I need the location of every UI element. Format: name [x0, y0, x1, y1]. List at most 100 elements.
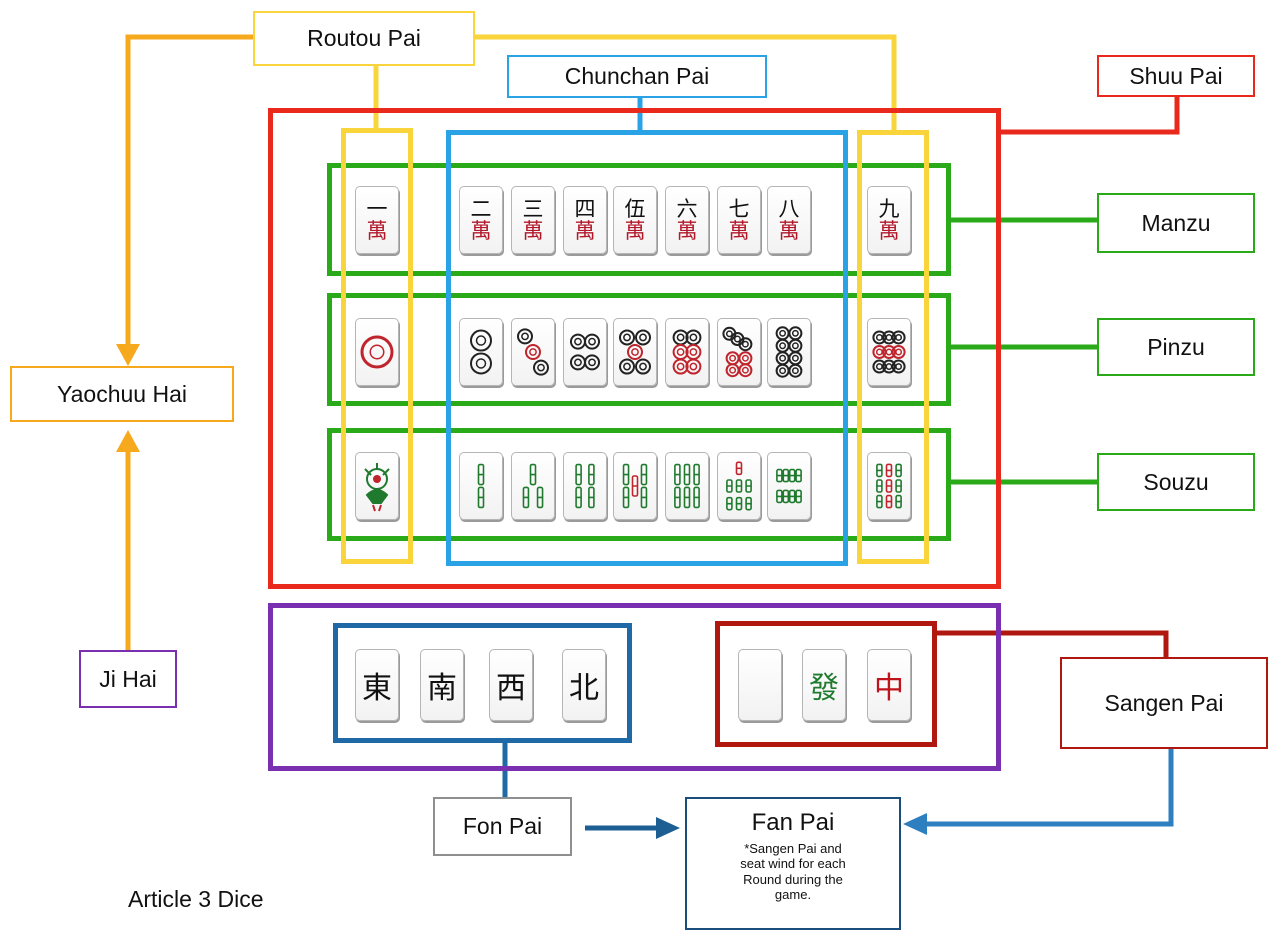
- dragon-character: 中: [874, 671, 904, 706]
- routou-right-frame: [857, 130, 929, 564]
- pin-circle: [470, 329, 492, 352]
- dragon-character: 發: [809, 671, 839, 706]
- pinzu-tile-1: [355, 318, 399, 386]
- sangen-pai-frame: [715, 621, 937, 747]
- manzu-suit-mark: 萬: [522, 218, 544, 243]
- pinzu-tile-5: [613, 318, 657, 386]
- pin-circle: [775, 338, 790, 353]
- yaochuu-hai-label: Yaochuu Hai: [10, 366, 234, 422]
- pin-circle-inner: [741, 366, 749, 374]
- souzu-tile-1: [355, 452, 399, 520]
- pin-circle: [619, 358, 635, 375]
- pin-circle-inner: [895, 348, 903, 356]
- pinzu-tile-7: [717, 318, 761, 386]
- pin-circle-inner: [885, 348, 893, 356]
- pin-circle-inner: [689, 362, 698, 371]
- manzu-suit-mark: 萬: [676, 218, 698, 243]
- pinzu-tile-2: [459, 318, 503, 386]
- pin-circle: [882, 345, 896, 359]
- sangen-pai-label: Sangen Pai: [1060, 657, 1268, 749]
- wind-tile-3: 西: [489, 649, 533, 721]
- pin-circle-inner: [475, 335, 487, 346]
- dragon-tile-1: [738, 649, 782, 721]
- manzu-tile-5: 伍萬: [613, 186, 657, 254]
- manzu-suit-mark: 萬: [878, 218, 900, 243]
- chunchan-pai-label: Chunchan Pai: [507, 55, 767, 98]
- pin-circle-inner: [729, 366, 737, 374]
- pinzu-tile-9: [867, 318, 911, 386]
- pin-circle: [685, 358, 702, 375]
- pin-circle-inner: [741, 354, 749, 362]
- pin-circle: [584, 354, 601, 371]
- pin-circle: [525, 344, 541, 360]
- dragon-tile-2: 發: [802, 649, 846, 721]
- pin-circle-inner: [779, 354, 787, 362]
- fon-pai-label: Fon Pai: [433, 797, 572, 856]
- pinzu-circles: [722, 326, 753, 378]
- pinzu-tile-4: [563, 318, 607, 386]
- wind-character: 南: [427, 671, 457, 706]
- pin-circle-inner: [725, 330, 733, 338]
- souzu-tile-9: [867, 452, 911, 520]
- pin-circle-inner: [475, 358, 487, 369]
- manzu-numeral: 七: [728, 196, 750, 221]
- pinzu-circles: [360, 335, 394, 369]
- pin-circle: [882, 359, 896, 374]
- routou-to-yaochuu-arrowhead: [116, 344, 140, 366]
- pin-circle: [775, 351, 790, 366]
- souzu-tile-5: [613, 452, 657, 520]
- pin-circle-inner: [885, 363, 893, 371]
- manzu-suit-mark: 萬: [778, 218, 800, 243]
- pin-circle: [872, 359, 887, 374]
- fan-pai-note: *Sangen Pai and seat wind for each Round…: [740, 840, 846, 903]
- pin-circle: [635, 358, 651, 375]
- pin-circle-inner: [779, 329, 787, 337]
- pin-circle: [672, 358, 689, 375]
- pin-circle: [788, 351, 803, 366]
- pin-circle-inner: [623, 362, 631, 371]
- pin-circle: [470, 352, 492, 375]
- pin-circle-inner: [574, 358, 582, 367]
- manzu-suit-mark: 萬: [574, 218, 596, 243]
- sangen-to-fan-arrowhead: [903, 813, 927, 835]
- pinzu-row-frame: [327, 293, 951, 406]
- pin-circle-inner: [574, 337, 582, 346]
- pin-circle: [517, 328, 533, 345]
- souzu-sticks: [575, 463, 595, 509]
- pin-circle-inner: [689, 348, 698, 356]
- pin-circle: [619, 329, 635, 346]
- pin-circle: [788, 363, 803, 378]
- manzu-tile-9: 九萬: [867, 186, 911, 254]
- pin-circle-inner: [588, 358, 596, 367]
- pin-circle: [569, 333, 586, 350]
- pinzu-tile-6: [665, 318, 709, 386]
- pin-circle-inner: [623, 333, 631, 342]
- manzu-label: Manzu: [1097, 193, 1255, 253]
- souzu-tile-7: [717, 452, 761, 520]
- pin-circle: [738, 363, 753, 378]
- pin-circle-inner: [875, 348, 883, 356]
- bird-part: [373, 475, 381, 483]
- pin-circle-inner: [676, 348, 685, 356]
- pin-circle: [788, 326, 803, 341]
- pin-circle-inner: [588, 337, 596, 346]
- souzu-row-frame: [327, 428, 951, 541]
- pin-circle-inner: [741, 340, 749, 348]
- manzu-suit-mark: 萬: [728, 218, 750, 243]
- pinzu-tile-3: [511, 318, 555, 386]
- pin-circle: [627, 344, 643, 360]
- souzu-sticks: [522, 463, 544, 509]
- bird-part: [372, 504, 382, 512]
- article-caption: Article 3 Dice: [128, 886, 264, 912]
- manzu-suit-mark: 萬: [470, 218, 492, 243]
- pin-circle-inner: [733, 335, 741, 343]
- manzu-tile-3: 三萬: [511, 186, 555, 254]
- souzu-label: Souzu: [1097, 453, 1255, 511]
- souzu-tile-6: [665, 452, 709, 520]
- pin-circle-inner: [631, 348, 639, 356]
- routou-right-connector: [474, 34, 897, 130]
- jihai-to-yaochuu-arrowhead: [116, 430, 140, 452]
- routou-to-yaochuu-line: [125, 34, 262, 346]
- manzu-tile-4: 四萬: [563, 186, 607, 254]
- shuu-connector: [1000, 97, 1180, 135]
